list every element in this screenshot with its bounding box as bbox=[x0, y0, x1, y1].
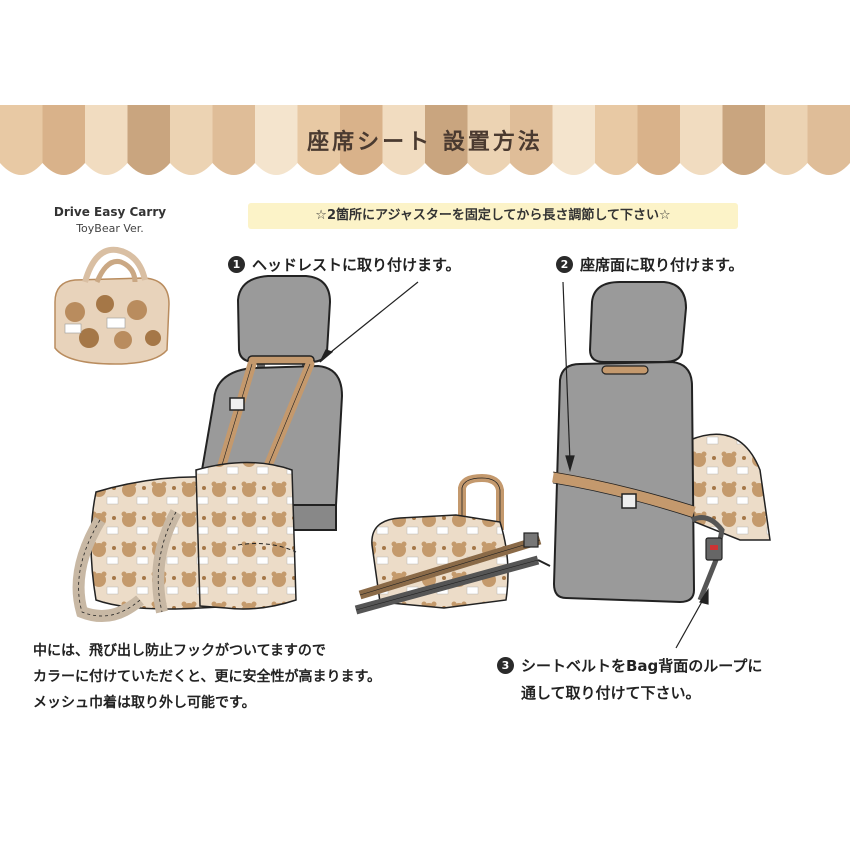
step-3-text-line-2: 通して取り付けて下さい。 bbox=[521, 684, 701, 702]
awning-stripe bbox=[170, 105, 213, 175]
seat-illustration-backrest bbox=[552, 281, 771, 604]
step-1-text: ヘッドレストに取り付けます。 bbox=[252, 256, 461, 274]
awning-stripe bbox=[297, 105, 340, 175]
step-number-badge: 2 bbox=[556, 256, 573, 273]
awning-stripe bbox=[42, 105, 85, 175]
description-line: カラーに付けていただくと、更に安全性が高まります。 bbox=[33, 669, 382, 685]
page-title: 座席シート 設置方法 bbox=[307, 130, 543, 155]
awning-stripe bbox=[722, 105, 765, 175]
product-version: ToyBear Ver. bbox=[76, 222, 144, 235]
bag-illustration-seatbelt bbox=[354, 473, 551, 615]
awning-stripe bbox=[467, 105, 510, 175]
awning-stripe bbox=[425, 105, 468, 175]
awning-stripe bbox=[85, 105, 128, 175]
step-number-badge: 3 bbox=[497, 657, 514, 674]
awning-stripe bbox=[807, 105, 850, 175]
leader-lines bbox=[319, 281, 709, 649]
adjuster-note: ☆2箇所にアジャスターを固定してから長さ調節して下さい☆ bbox=[248, 203, 738, 229]
awning-stripe bbox=[382, 105, 425, 175]
description-line: メッシュ巾着は取り外し可能です。 bbox=[33, 695, 256, 711]
step-number-badge: 1 bbox=[228, 256, 245, 273]
awning-stripe bbox=[765, 105, 808, 175]
step-1-label: 1 ヘッドレストに取り付けます。 bbox=[228, 254, 461, 275]
awning-stripe bbox=[637, 105, 680, 175]
awning-stripe bbox=[510, 105, 553, 175]
product-name: Drive Easy Carry bbox=[53, 205, 167, 219]
awning-stripe bbox=[0, 105, 43, 175]
awning-stripe bbox=[340, 105, 383, 175]
step-2-text: 座席面に取り付けます。 bbox=[580, 256, 744, 274]
awning-stripe bbox=[255, 105, 298, 175]
bag-illustration-1 bbox=[72, 461, 297, 622]
description: 中には、飛び出し防止フックがついてますので カラーに付けていただくと、更に安全性… bbox=[33, 638, 381, 716]
awning-stripe bbox=[595, 105, 638, 175]
awning-stripe bbox=[680, 105, 723, 175]
step-3-label: 3 シートベルトをBag背面のループに 通して取り付けて下さい。 bbox=[497, 653, 762, 707]
awning-stripe bbox=[212, 105, 255, 175]
step-3-text-line-1: シートベルトをBag背面のループに bbox=[521, 657, 763, 675]
step-2-label: 2 座席面に取り付けます。 bbox=[556, 254, 744, 275]
product-photo bbox=[45, 242, 175, 372]
awning-stripe bbox=[127, 105, 170, 175]
awning-stripe bbox=[552, 105, 595, 175]
description-line: 中には、飛び出し防止フックがついてますので bbox=[33, 643, 326, 659]
title-banner bbox=[0, 105, 850, 175]
